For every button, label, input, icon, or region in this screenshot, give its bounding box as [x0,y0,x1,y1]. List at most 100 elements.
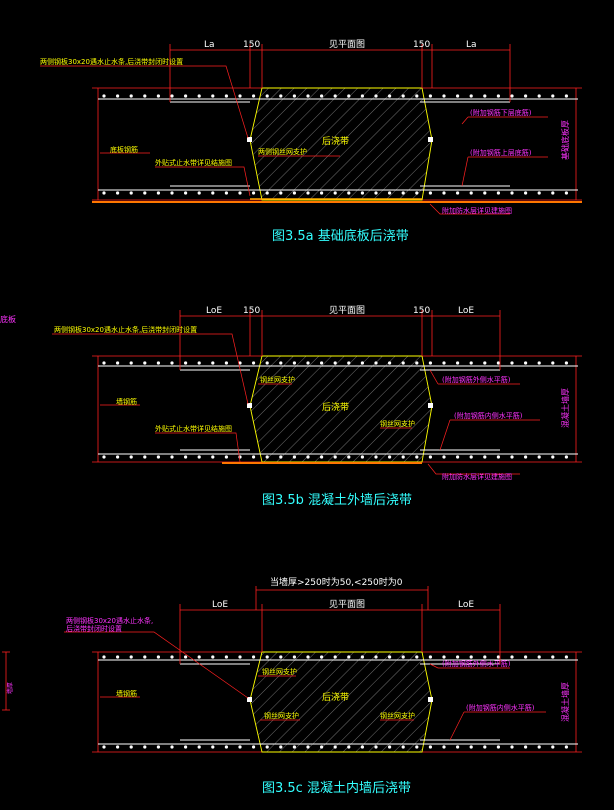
rebar-dot [564,191,569,195]
figure-c-leaders [64,631,546,741]
rebar-dot [102,361,106,365]
rebar-dot [292,94,296,98]
rebar-dot [456,94,460,98]
rebar-dot [197,655,201,659]
rebar-dot [102,455,106,459]
rebar-dot [347,191,351,195]
rebar-dot [483,94,487,98]
rebar-dot [252,745,256,749]
rebar-dot [374,94,378,98]
figure-c-label-mesh-bottom-right: 钢丝网支护 [380,711,415,720]
figure-a-label-right-mid: (附加钢筋上层底筋) [470,148,532,157]
rebar-dot [143,361,147,365]
rebar-dot [102,94,106,98]
rebar-dot [184,745,188,749]
rebar-dot [388,94,392,98]
rebar-dot [116,455,120,459]
figure-b: LoE 150 见平面图 150 LoE 底板 两侧钢板30x20遇水止水条,后… [0,305,582,508]
figure-b-rebar [98,365,578,455]
rebar-dot [279,745,283,749]
rebar-dot [456,655,460,659]
rebar-dot [333,655,337,659]
rebar-dot [524,94,528,98]
rebar-dot [306,655,310,659]
rebar-dot [211,745,215,749]
rebar-dot [170,191,174,195]
rebar-dot [483,361,487,365]
rebar-dot [564,361,569,365]
figure-b-label-top-left: 两侧钢板30x20遇水止水条,后浇带封闭时设置 [54,325,197,334]
rebar-dot [483,455,487,459]
figure-c-label-right-top: (附加钢筋外侧水平筋) [442,659,511,668]
figure-c-label-mesh-top: 钢丝网支护 [262,667,297,676]
rebar-dot [564,745,569,749]
rebar-dot [197,745,201,749]
rebar-dot [265,655,269,659]
rebar-dot [279,655,283,659]
rebar-dot [388,745,392,749]
rebar-dot [333,361,337,365]
rebar-dot [320,655,324,659]
figure-c-label-mesh-bottom: 钢丝网支护 [264,711,299,720]
rebar-dot [211,94,215,98]
rebar-dot [143,191,147,195]
rebar-dot [156,455,160,459]
rebar-dot [333,745,337,749]
rebar-dot [170,361,174,365]
rebar-dot [238,94,242,98]
figure-a-label-center: 后浇带 [322,135,349,147]
figure-a-label-top-left: 两侧钢板30x20遇水止水条,后浇带封闭时设置 [40,57,183,66]
figure-a-bar-dots-bottom [102,191,569,195]
rebar-dot [279,191,283,195]
rebar-dot [333,94,337,98]
figure-a-label-side: 基础底板厚 [560,120,570,160]
rebar-dot [496,191,500,195]
rebar-dot [292,655,296,659]
rebar-dot [360,455,364,459]
figure-c-label-side: 混凝土墙厚 [560,682,570,722]
rebar-dot [551,455,555,459]
figure-c-dim-middle: 见平面图 [329,599,365,610]
rebar-dot [496,94,500,98]
rebar-dot [102,655,106,659]
figure-b-label-mesh-bottom: 钢丝网支护 [380,419,415,428]
rebar-dot [265,745,269,749]
rebar-dot [401,745,405,749]
rebar-dot [347,94,351,98]
rebar-dot [129,361,133,365]
rebar-dot [347,455,351,459]
rebar-dot [401,655,405,659]
figure-b-label-waterstop-outer: 外贴式止水带详见结施图 [155,424,232,433]
rebar-dot [265,94,269,98]
rebar-dot [211,191,215,195]
rebar-dot [116,94,120,98]
rebar-dot [442,745,446,749]
rebar-dot [442,655,446,659]
rebar-dot [456,191,460,195]
rebar-dot [483,745,487,749]
rebar-dot [116,361,120,365]
rebar-dot [224,361,228,365]
figure-c-label-center: 后浇带 [322,691,349,703]
rebar-dot [252,455,256,459]
rebar-dot [551,191,555,195]
figure-a: La 150 见平面图 150 La 两侧钢板30x20遇水止水条,后浇带封闭时… [40,39,582,244]
rebar-dot [170,455,174,459]
rebar-dot [483,655,487,659]
figure-b-label-left-member: 墙钢筋 [116,397,137,406]
rebar-dot [116,191,120,195]
rebar-dot [428,361,432,365]
rebar-dot [388,191,392,195]
rebar-dot [306,94,310,98]
rebar-dot [360,361,364,365]
rebar-dot [524,361,528,365]
figure-c-label-left-member: 墙钢筋 [116,689,137,698]
rebar-dot [129,655,133,659]
rebar-dot [551,361,555,365]
figure-a-dim-gap-left: 150 [243,40,260,50]
rebar-dot [129,745,133,749]
rebar-dot [102,191,106,195]
figure-b-dim-right: LoE [458,306,474,316]
rebar-dot [537,745,541,749]
rebar-dot [428,191,432,195]
